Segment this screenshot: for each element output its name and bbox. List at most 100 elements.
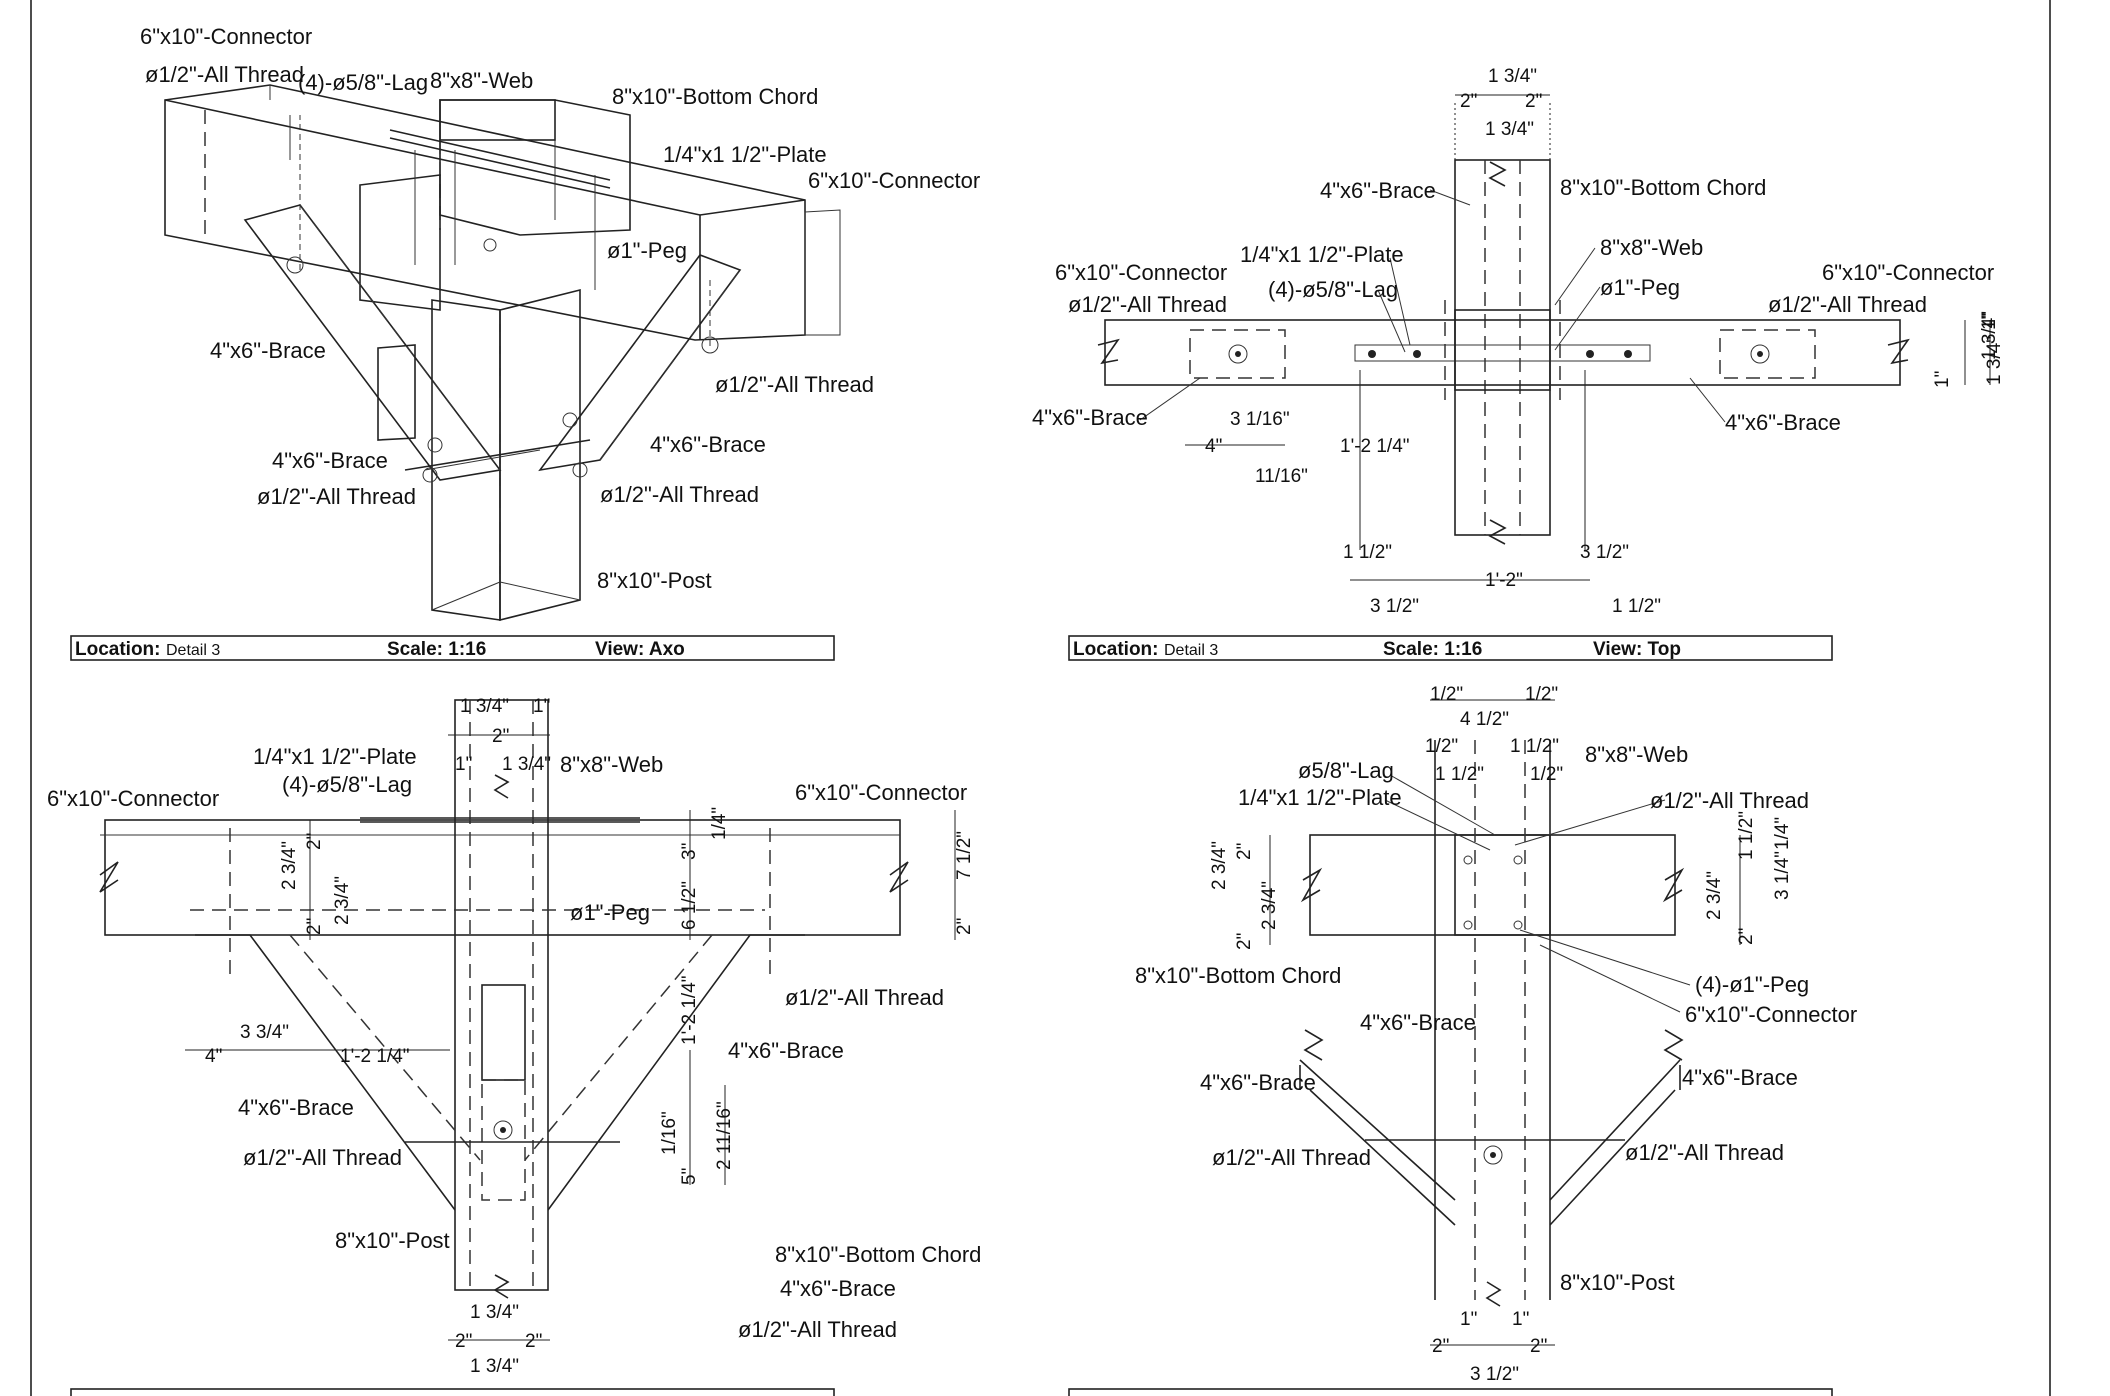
tb-axo-scale: Scale: 1:16 bbox=[387, 639, 486, 660]
er-dim: 3 1/2" bbox=[1470, 1364, 1519, 1385]
el-dim: 2 11/16" bbox=[714, 1101, 735, 1170]
el-dim: 2" bbox=[304, 833, 325, 850]
el-label-all-thread-bottom: ø1/2"-All Thread bbox=[738, 1317, 897, 1342]
top-dim: 1 3/4" bbox=[1979, 311, 2000, 360]
top-dim: 1 3/4" bbox=[1485, 119, 1534, 140]
el-label-brace-bottom: 4"x6"-Brace bbox=[780, 1276, 896, 1301]
top-dim: 3 1/2" bbox=[1580, 542, 1629, 563]
er-dim: 2" bbox=[1234, 933, 1255, 950]
el-dim: 2" bbox=[304, 918, 325, 935]
er-label-all-thread-left: ø1/2"-All Thread bbox=[1212, 1145, 1371, 1170]
el-label-post: 8"x10"-Post bbox=[335, 1228, 450, 1253]
el-label-plate: 1/4"x1 1/2"-Plate bbox=[253, 744, 417, 769]
elevation-left-view bbox=[99, 699, 956, 1341]
er-label-brace-center: 4"x6"-Brace bbox=[1360, 1010, 1476, 1035]
axo-label-all-thread-right: ø1/2"-All Thread bbox=[715, 372, 874, 397]
top-label-connector-left: 6"x10"-Connector bbox=[1055, 260, 1227, 285]
axo-label-brace-right: 4"x6"-Brace bbox=[650, 432, 766, 457]
el-label-web: 8"x8"-Web bbox=[560, 752, 663, 777]
elevation-right-dimensions: 1/2" 4 1/2" 1/2" 1/2" 1 1/2" 1 1/2" 1/2"… bbox=[1209, 684, 1793, 1385]
top-dim: 3 1/16" bbox=[1230, 409, 1290, 430]
er-dim: 1/2" bbox=[1525, 684, 1558, 705]
axo-label-plate: 1/4"x1 1/2"-Plate bbox=[663, 142, 827, 167]
el-dim: 3" bbox=[679, 843, 700, 860]
el-dim: 1" bbox=[455, 754, 472, 775]
el-label-bottom-chord: 8"x10"-Bottom Chord bbox=[775, 1242, 981, 1267]
er-label-all-thread: ø1/2"-All Thread bbox=[1650, 788, 1809, 813]
axo-label-post: 8"x10"-Post bbox=[597, 568, 712, 593]
top-label-peg: ø1"-Peg bbox=[1600, 275, 1680, 300]
er-dim: 1 1/2" bbox=[1736, 811, 1757, 860]
elevation-left-dimensions: 1 3/4" 1" 2" 1" 1 3/4" 2" 2 3/4" 2 3/4" … bbox=[205, 696, 975, 1377]
el-dim: 6 1/2" bbox=[679, 881, 700, 930]
er-label-post: 8"x10"-Post bbox=[1560, 1270, 1675, 1295]
top-dim: 2" bbox=[1525, 91, 1542, 112]
el-dim: 1 3/4" bbox=[460, 696, 509, 717]
el-dim: 1 3/4" bbox=[470, 1302, 519, 1323]
el-label-lag: (4)-ø5/8"-Lag bbox=[282, 772, 412, 797]
top-dimensions: 1 3/4" 2" 2" 1 3/4" 3 1/16" 4" 11/16" 1'… bbox=[1205, 66, 2005, 617]
er-dim: 4 1/2" bbox=[1460, 709, 1509, 730]
title-block-top: Location: Detail 3 Scale: 1:16 View: Top bbox=[1068, 635, 1833, 661]
er-label-all-thread-right: ø1/2"-All Thread bbox=[1625, 1140, 1784, 1165]
top-label-all-thread-right: ø1/2"-All Thread bbox=[1768, 292, 1927, 317]
top-dim: 1" bbox=[1932, 371, 1953, 388]
top-label-connector-right: 6"x10"-Connector bbox=[1822, 260, 1994, 285]
top-dim: 1'-2 1/4" bbox=[1340, 436, 1410, 457]
axo-label-all-thread-lower-right: ø1/2"-All Thread bbox=[600, 482, 759, 507]
axo-view bbox=[164, 84, 841, 622]
top-label-brace: 4"x6"-Brace bbox=[1320, 178, 1436, 203]
el-label-connector-right: 6"x10"-Connector bbox=[795, 780, 967, 805]
el-dim: 4" bbox=[205, 1046, 222, 1067]
el-dim: 2" bbox=[492, 726, 509, 747]
er-dim: 3 1/4" bbox=[1772, 851, 1793, 900]
top-dim: 1 3/4" bbox=[1488, 66, 1537, 87]
er-dim: 1/2" bbox=[1425, 736, 1458, 757]
er-dim: 1/2" bbox=[1430, 684, 1463, 705]
top-label-plate: 1/4"x1 1/2"-Plate bbox=[1240, 242, 1404, 267]
top-label-all-thread-left: ø1/2"-All Thread bbox=[1068, 292, 1227, 317]
el-label-brace-right: 4"x6"-Brace bbox=[728, 1038, 844, 1063]
axo-label-bottom-chord: 8"x10"-Bottom Chord bbox=[612, 84, 818, 109]
er-label-bottom-chord: 8"x10"-Bottom Chord bbox=[1135, 963, 1341, 988]
tb-top-location-value: Detail 3 bbox=[1164, 642, 1218, 659]
el-dim: 1'-2 1/4" bbox=[340, 1046, 410, 1067]
el-dim: 1'-2 1/4" bbox=[679, 975, 700, 1045]
el-dim: 2" bbox=[954, 918, 975, 935]
top-dim: 1" bbox=[1979, 313, 2000, 330]
axo-label-brace-lower: 4"x6"-Brace bbox=[272, 448, 388, 473]
tb-top-scale: Scale: 1:16 bbox=[1383, 639, 1482, 660]
el-label-peg: ø1"-Peg bbox=[570, 900, 650, 925]
top-dim: 4" bbox=[1205, 436, 1222, 457]
axo-label-connector-right: 6"x10"-Connector bbox=[808, 168, 980, 193]
el-label-brace-left: 4"x6"-Brace bbox=[238, 1095, 354, 1120]
er-dim: 1 1/2" bbox=[1510, 736, 1559, 757]
tb-top-view: View: Top bbox=[1593, 639, 1681, 660]
el-dim: 5" bbox=[679, 1168, 700, 1185]
elevation-right-view bbox=[1269, 699, 1741, 1346]
er-label-brace-right: 4"x6"-Brace bbox=[1682, 1065, 1798, 1090]
tb-axo-location-value: Detail 3 bbox=[166, 642, 220, 659]
top-label-brace-left: 4"x6"-Brace bbox=[1032, 405, 1148, 430]
el-dim: 3 3/4" bbox=[240, 1022, 289, 1043]
el-dim: 2" bbox=[455, 1331, 472, 1352]
el-dim: 1" bbox=[533, 696, 550, 717]
top-dim: 1 1/2" bbox=[1612, 596, 1661, 617]
er-label-connector: 6"x10"-Connector bbox=[1685, 1002, 1857, 1027]
er-dim: 1" bbox=[1512, 1309, 1529, 1330]
el-dim: 2 3/4" bbox=[332, 876, 353, 925]
el-dim: 1/16" bbox=[659, 1111, 680, 1155]
er-dim: 1/4" bbox=[1772, 817, 1793, 850]
top-labels: 4"x6"-Brace 8"x10"-Bottom Chord 6"x10"-C… bbox=[1032, 175, 1994, 435]
er-label-lag: ø5/8"-Lag bbox=[1298, 758, 1394, 783]
top-label-bottom-chord: 8"x10"-Bottom Chord bbox=[1560, 175, 1766, 200]
top-view bbox=[1097, 94, 1991, 581]
axo-label-web: 8"x8"-Web bbox=[430, 68, 533, 93]
top-label-web: 8"x8"-Web bbox=[1600, 235, 1703, 260]
er-label-peg: (4)-ø1"-Peg bbox=[1695, 972, 1809, 997]
el-dim: 1 3/4" bbox=[470, 1356, 519, 1377]
er-dim: 1" bbox=[1460, 1309, 1477, 1330]
er-dim: 2" bbox=[1432, 1336, 1449, 1357]
